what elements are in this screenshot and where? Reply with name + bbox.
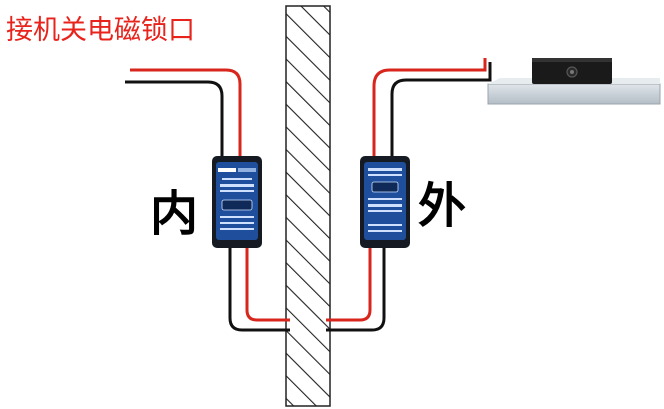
outer-module [360, 156, 410, 248]
magnetic-lock [487, 58, 661, 105]
outer-side-label: 外 [418, 178, 467, 234]
inner-wiring [125, 68, 290, 332]
inner-side-label: 内 [150, 186, 199, 242]
inner-module [212, 156, 262, 248]
diagram-title: 接机关电磁锁口 [6, 15, 195, 46]
outer-wiring [326, 58, 492, 332]
wall [285, 5, 331, 407]
